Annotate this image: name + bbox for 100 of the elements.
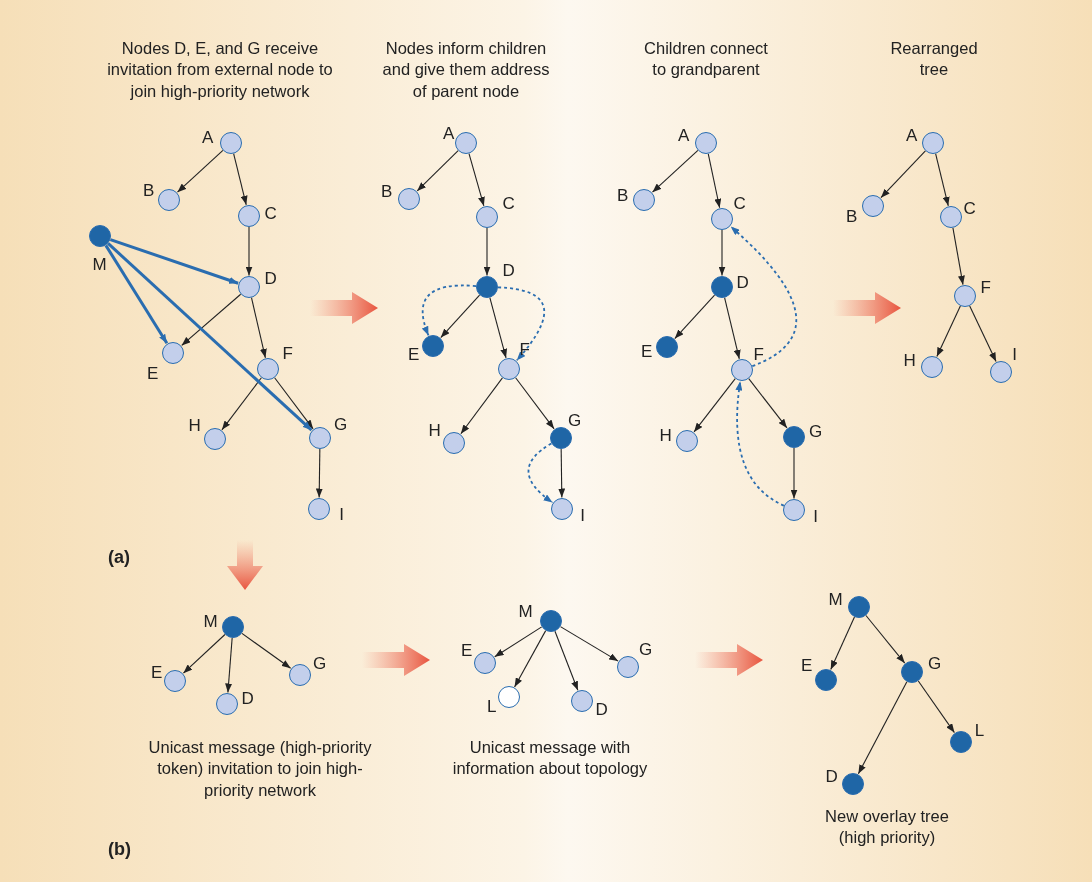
arrow [558,448,566,499]
arrow [315,448,323,499]
arrow [952,227,965,286]
arrow [674,294,716,340]
arrow [181,293,242,346]
node-letter: L [974,721,985,739]
arrow [724,297,741,360]
arrow [554,630,579,691]
arrow [718,229,726,277]
arrow [865,615,906,664]
node-letter: F [753,345,764,363]
arrow [917,680,955,734]
node-letter: L [486,697,497,715]
node-letter: C [733,194,746,212]
arrow [693,378,736,433]
arrow [104,244,169,345]
panel-tag: (a) [108,548,130,566]
node-letter: D [736,273,749,291]
node-letter: H [659,426,672,444]
caption-text: Nodes D, E, and G receive invitation from external node to join high-priority network [107,38,333,102]
node-letter: F [282,344,293,362]
node-letter: M [92,255,107,273]
dashed-arrow [497,286,546,362]
dashed-arrow [421,284,477,337]
arrow [514,630,547,688]
node-letter: A [201,128,214,146]
panel-tag: (b) [108,840,131,858]
arrow [460,377,503,435]
arrow [880,150,926,199]
node-letter: E [800,656,813,674]
caption-text: Rearranged tree [889,38,979,81]
arrow [483,227,491,277]
node-letter: F [980,278,991,296]
node-letter: G [568,411,582,429]
caption-text: Unicast message (high-priority token) invitation to join high-priority network [147,737,373,801]
arrow [176,149,224,193]
arrow [748,378,788,429]
dashed-arrow [735,380,785,507]
caption-text: Children connect to grandparent [643,38,769,81]
caption-text: Unicast message with information about topology [451,737,649,780]
arrow [489,297,508,359]
node-letter: H [428,421,441,439]
node-letter: B [616,186,629,204]
node-letter: A [677,126,690,144]
node-letter: A [905,126,918,144]
arrow [221,377,262,431]
node-letter: B [380,182,393,200]
arrow [107,242,313,432]
node-letter: D [264,269,277,287]
node-letter: M [518,602,533,620]
arrow [245,226,253,277]
node-letter: M [828,590,843,608]
arrow [468,153,485,207]
node-letter: H [188,416,201,434]
node-letter: D [241,689,254,707]
node-letter: B [845,207,858,225]
node-letter: E [150,663,163,681]
node-letter: G [639,640,653,658]
arrow [707,153,722,209]
node-letter: C [502,194,515,212]
arrow [250,297,267,359]
arrow [969,305,997,363]
arrow [440,294,481,339]
node-letter: E [460,641,473,659]
arrow [857,681,908,775]
node-letter: A [442,124,455,142]
node-letter: B [142,181,155,199]
arrow [233,153,248,206]
arrow [274,377,314,430]
arrow [494,626,543,658]
dashed-arrow [729,225,797,368]
arrow [651,149,699,193]
caption-text: Nodes inform children and give them address of parent node [381,38,551,102]
node-letter: E [146,364,159,382]
dashed-arrow [527,442,554,504]
arrow [830,616,855,671]
node-letter: I [813,507,818,525]
arrow [790,447,798,500]
node-letter: I [339,505,344,523]
node-letter: E [407,345,420,363]
node-letter: G [809,422,823,440]
node-letter: H [903,351,916,369]
node-letter: I [1012,345,1017,363]
node-letter: D [595,700,608,718]
node-letter: C [264,204,277,222]
node-letter: E [640,342,653,360]
node-letter: C [963,199,976,217]
arrow [935,153,950,207]
arrow [515,377,555,430]
node-letter: I [580,506,585,524]
arrow [416,150,459,192]
node-letter: F [519,340,530,358]
arrow [936,305,961,358]
node-letter: M [203,612,218,630]
caption-text: New overlay tree (high priority) [824,806,950,849]
arrow [109,238,239,285]
node-letter: G [334,415,348,433]
node-letter: D [825,767,838,785]
arrow [182,633,226,674]
node-letter: D [502,261,515,279]
